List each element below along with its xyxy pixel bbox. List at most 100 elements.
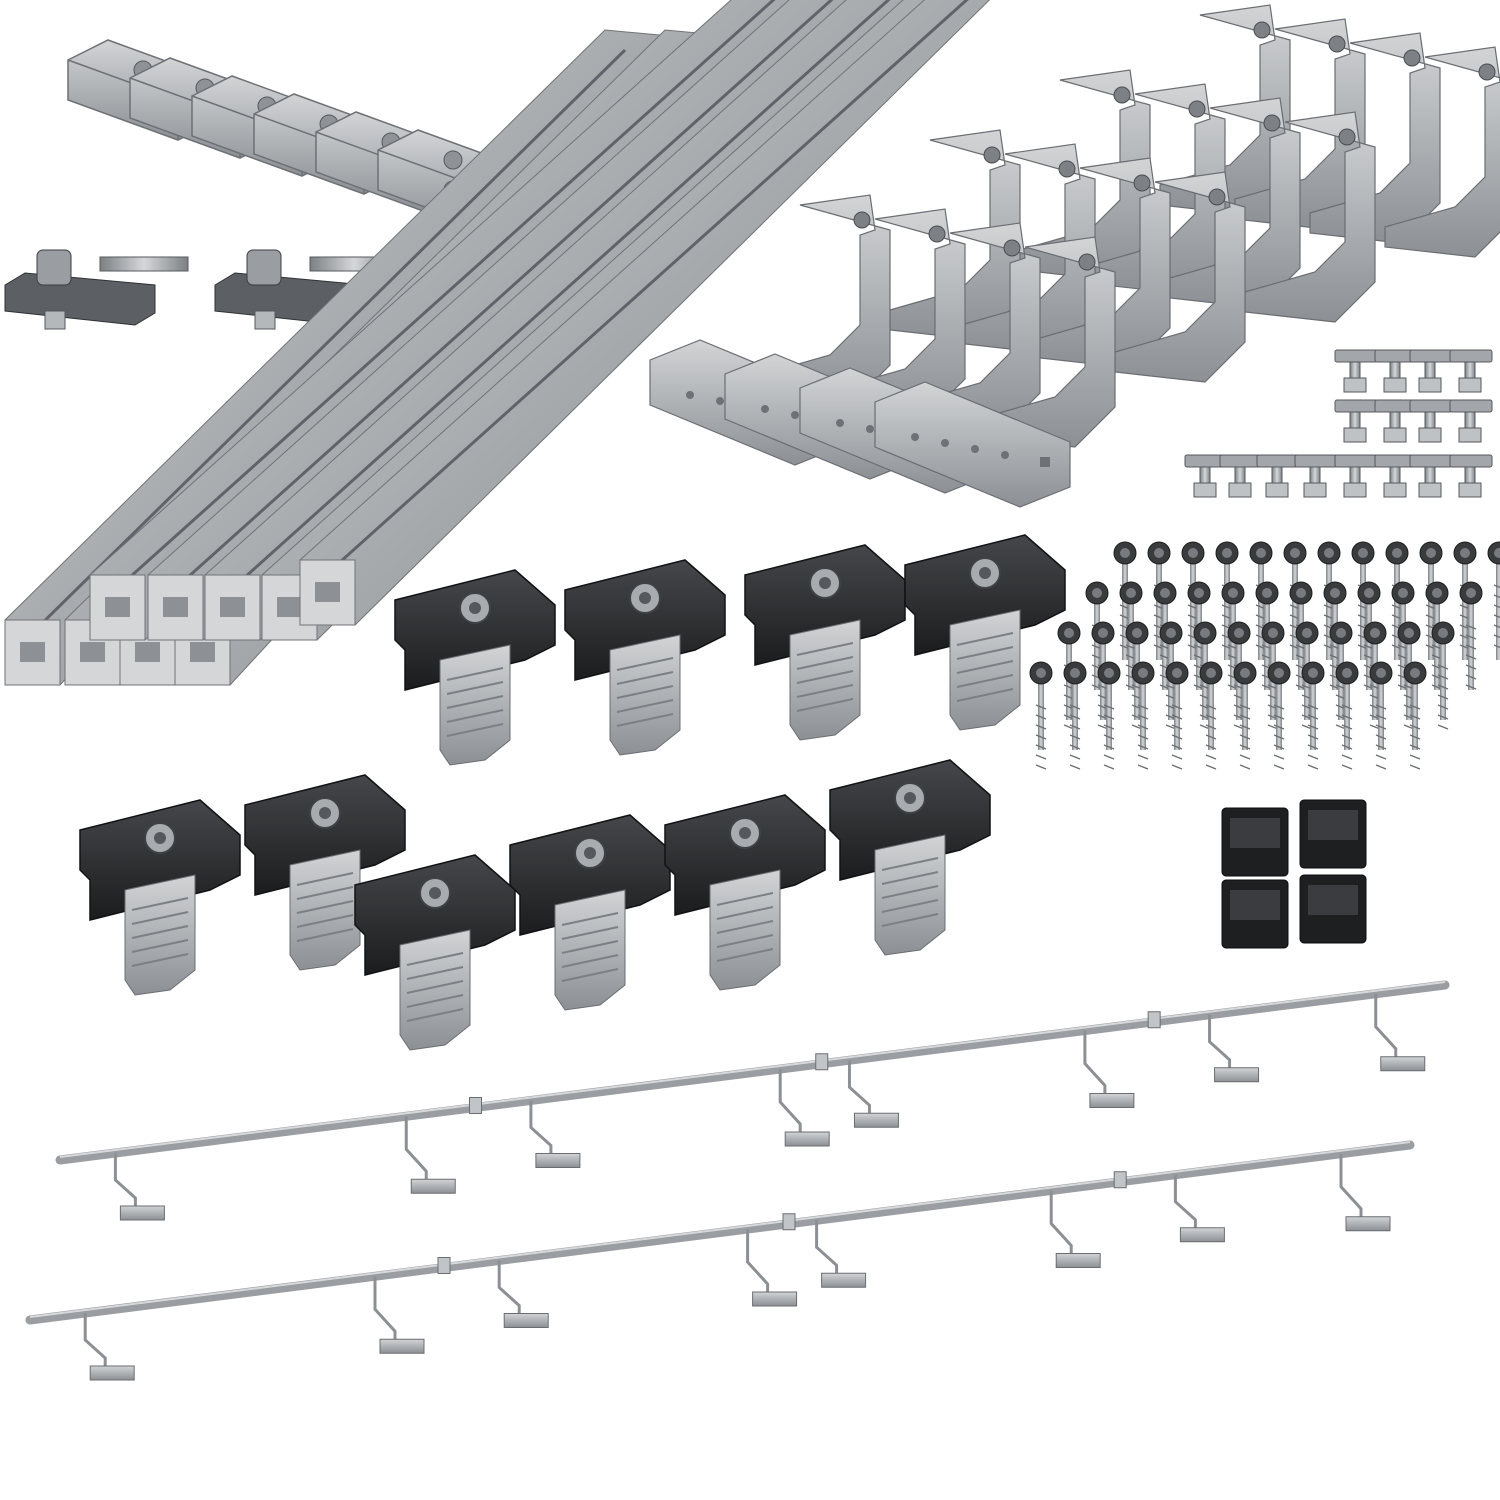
wood-screw — [1385, 541, 1409, 660]
mid-clamp — [244, 774, 406, 971]
wood-screw — [1351, 541, 1375, 660]
rail-roof-hook — [778, 1069, 830, 1147]
wood-screw — [1301, 661, 1325, 770]
rail-roof-hook — [1049, 1190, 1101, 1268]
hex-nut-icon — [1193, 482, 1217, 498]
wood-screw — [1335, 661, 1359, 770]
hex-bolt-icon — [1188, 100, 1206, 118]
hex-nut-icon — [1458, 482, 1482, 498]
hex-nut-icon — [1383, 482, 1407, 498]
t-bolt — [1334, 454, 1378, 498]
hex-nut-icon — [443, 150, 463, 170]
rail-connector — [1147, 1011, 1161, 1029]
hex-nut-icon — [1383, 377, 1407, 393]
assembled-rail — [55, 980, 1450, 1221]
rail-roof-hook — [746, 1229, 798, 1307]
wood-screw — [1431, 621, 1455, 730]
wood-screw — [1097, 661, 1121, 770]
end-cap — [1299, 799, 1367, 869]
rail-roof-hook — [1173, 1174, 1225, 1243]
mid-clamp — [79, 799, 241, 996]
hex-bolt-icon — [1478, 63, 1496, 81]
hex-nut-icon — [1418, 377, 1442, 393]
rail-roof-hook — [404, 1116, 456, 1194]
rail-profile — [299, 0, 991, 626]
rail-connector — [469, 1097, 482, 1114]
wood-screw — [1419, 541, 1443, 660]
hex-bolt-icon — [1338, 128, 1356, 146]
hex-bolt-icon — [1253, 21, 1271, 39]
t-bolt — [1449, 349, 1493, 393]
hex-bolt-icon — [983, 146, 1001, 164]
mid-clamp — [664, 794, 826, 991]
rail-roof-hook — [847, 1060, 899, 1128]
rail-bolt-bracket — [4, 249, 189, 330]
mid-clamp — [394, 569, 556, 766]
end-cap — [1221, 807, 1289, 877]
hex-bolt-icon — [1263, 114, 1281, 132]
hex-nut-icon — [1458, 427, 1482, 443]
hex-nut-icon — [1228, 482, 1252, 498]
hex-nut-icon — [1343, 427, 1367, 443]
rail-roof-hook — [1374, 993, 1426, 1072]
t-bolt — [1449, 454, 1493, 498]
wood-screw-group — [1029, 541, 1500, 770]
t-bolt — [1256, 454, 1300, 498]
hex-nut-icon — [1418, 482, 1442, 498]
rail-roof-hook — [497, 1260, 549, 1328]
hex-nut-icon — [1265, 482, 1289, 498]
roof-hook — [1169, 97, 1301, 309]
socket-bolt-icon — [36, 249, 72, 286]
wood-screw — [1459, 581, 1483, 690]
wood-screw — [1113, 541, 1137, 660]
roof-hook-group — [649, 4, 1500, 508]
hex-bolt-icon — [1133, 174, 1151, 192]
rail-end-profile — [89, 574, 146, 641]
t-bolt-group — [1184, 349, 1493, 498]
hex-bolt-icon — [1403, 49, 1421, 67]
rail-roof-hook — [373, 1276, 425, 1354]
hex-bolt-icon — [853, 211, 871, 229]
hex-bolt-icon — [1208, 188, 1226, 206]
t-bolt — [1449, 399, 1493, 443]
roof-hook — [1384, 46, 1500, 258]
roof-hook — [1114, 171, 1246, 383]
socket-bolt-icon — [246, 249, 282, 286]
t-bolt — [1374, 349, 1418, 393]
mid-clamp — [904, 534, 1066, 731]
wood-screw — [1487, 541, 1500, 660]
hex-nut-icon — [1343, 377, 1367, 393]
hex-bolt-icon — [1328, 35, 1346, 53]
roof-hook — [1244, 111, 1376, 323]
hex-nut-icon — [44, 310, 66, 330]
mid-clamp — [744, 544, 906, 741]
hex-bolt-icon — [1113, 86, 1131, 104]
t-bolt — [1409, 349, 1453, 393]
hex-nut-icon — [1383, 427, 1407, 443]
bolt-shaft — [99, 256, 189, 272]
hex-bolt-icon — [1058, 160, 1076, 178]
t-bolt — [1409, 454, 1453, 498]
mid-clamp — [564, 559, 726, 756]
hex-nut-icon — [1303, 482, 1327, 498]
wood-screw — [1233, 661, 1257, 770]
rail-connector — [815, 1053, 829, 1071]
wood-screw — [1403, 661, 1427, 770]
hex-nut-icon — [1458, 377, 1482, 393]
hex-nut-icon — [1343, 482, 1367, 498]
rail-roof-hook — [815, 1220, 867, 1288]
hex-bolt-icon — [928, 225, 946, 243]
end-cap — [1221, 879, 1289, 949]
wood-screw — [1131, 661, 1155, 770]
assembled-rail-group — [25, 980, 1450, 1381]
rail-roof-hook — [1339, 1153, 1391, 1232]
roof-hook — [1039, 157, 1171, 369]
wood-screw — [1029, 661, 1053, 770]
hex-bolt-icon — [1003, 239, 1021, 257]
end-cap-group — [1221, 799, 1367, 949]
rail-connector — [437, 1257, 451, 1274]
mid-clamp — [829, 759, 991, 956]
rail-connector-group — [67, 39, 529, 231]
roof-hook — [874, 381, 1071, 508]
